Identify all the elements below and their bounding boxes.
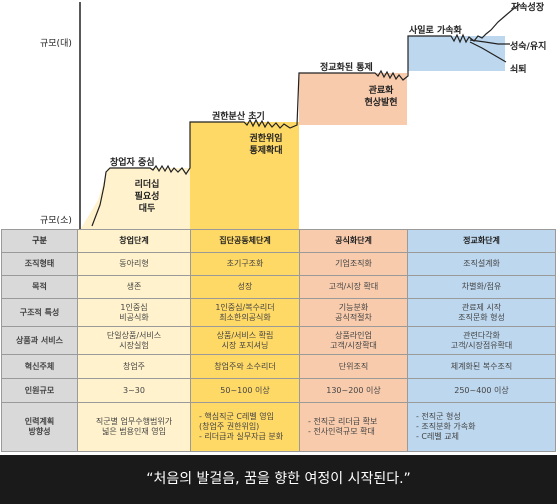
crisis-line: 통제확대 [249, 146, 283, 156]
row-label: 상품과 서비스 [1, 326, 78, 355]
stage-4-title: 사일로 가속화 [409, 26, 462, 36]
stage-4-area [408, 36, 505, 71]
stage-1-area [80, 168, 190, 230]
table-cell: 생존 [77, 275, 191, 299]
table-header-row: 구분 창업단계 집단공동체단계 공식화단계 정교화단계 [1, 229, 556, 253]
outcome-mature: 성숙/유지 [510, 42, 547, 52]
stage-1-crisis: 리더십 필요성 대두 [127, 179, 167, 215]
table-cell: 기업조직화 [299, 252, 408, 276]
growth-curve [91, 3, 521, 227]
table-row: 인원규모 3~30 50~100 이상 130~200 이상 250~400 이… [1, 378, 556, 403]
outcome-sustained-growth: 지속성장 [511, 3, 545, 13]
stage-3-area [299, 73, 407, 125]
stage-3-title: 정교화된 통제 [320, 63, 373, 73]
growth-stage-diagram: 규모(대) 규모(소) 창업자 중심 리더십 필요성 대두 권한분산 초기 권한… [0, 0, 557, 230]
stage-2-crisis: 권한위임 통제확대 [236, 133, 296, 157]
table-cell: 직군별 업무수행범위가 넓은 범용인재 영입 [77, 402, 191, 452]
crisis-line: 현상발현 [364, 98, 398, 108]
table-row: 조직형태 동아리형 초기구조화 기업조직화 조직설계화 [1, 252, 556, 276]
table-row: 목적 생존 성장 고객/시장 확대 차별화/점유 [1, 275, 556, 299]
crisis-line: 권한위임 [249, 134, 283, 144]
row-label: 조직형태 [1, 252, 78, 276]
stage-3-crisis: 관료화 현상발현 [356, 85, 406, 109]
crisis-line: 필요성 [134, 192, 160, 202]
table-cell: 단위조직 [299, 354, 408, 379]
table-cell: 조직설계화 [407, 252, 556, 276]
table-cell: - 전직군 리더급 확보 - 전사인력규모 확대 [299, 402, 408, 452]
header-stage-2: 집단공동체단계 [190, 229, 300, 253]
curve-branch-decline [469, 41, 507, 63]
table-row: 혁신주체 창업주 창업주와 소수리더 단위조직 체계화된 복수조직 [1, 354, 556, 379]
table-cell: 130~200 이상 [299, 378, 408, 403]
table-cell: 50~100 이상 [190, 378, 300, 403]
row-label: 구조적 특성 [1, 298, 78, 327]
outcome-decline: 쇠퇴 [510, 65, 527, 75]
table-cell: 상품/서비스 확립 시장 포지셔닝 [190, 326, 300, 355]
table-row: 구조적 특성 1인중심 비공식화 1인중심/복수리더 최소한의공식화 기능분화 … [1, 298, 556, 327]
table-cell: 차별화/점유 [407, 275, 556, 299]
table-cell: 1인중심/복수리더 최소한의공식화 [190, 298, 300, 327]
table-cell: - 전직군 형성 - 조직분화 가속화 - C레벨 교체 [407, 402, 556, 452]
caption-banner: “처음의 발걸음, 꿈을 향한 여정이 시작된다.” [0, 455, 557, 504]
table-cell: 동아리형 [77, 252, 191, 276]
row-label: 혁신주체 [1, 354, 78, 379]
y-axis-top-label: 규모(대) [40, 39, 72, 49]
row-label: 인원규모 [1, 378, 78, 403]
header-stage-3: 공식화단계 [299, 229, 408, 253]
crisis-line: 관료화 [368, 86, 394, 96]
table-cell: 기능분화 공식적절차 [299, 298, 408, 327]
curve-branch-mature [469, 39, 510, 45]
growth-curve-svg [79, 2, 521, 230]
stage-1-title: 창업자 중심 [110, 158, 155, 168]
header-stage-4: 정교화단계 [407, 229, 556, 253]
stage-comparison-table: 구분 창업단계 집단공동체단계 공식화단계 정교화단계 조직형태 동아리형 초기… [1, 229, 556, 452]
table-cell: 초기구조화 [190, 252, 300, 276]
table-cell: 성장 [190, 275, 300, 299]
table-cell: 창업주와 소수리더 [190, 354, 300, 379]
table-cell: 창업주 [77, 354, 191, 379]
table-cell: 단일상품/서비스 시장실험 [77, 326, 191, 355]
table-cell: 관련다각화 고객/시장점유확대 [407, 326, 556, 355]
header-stage-1: 창업단계 [77, 229, 191, 253]
stage-2-area [190, 122, 299, 230]
table-row: 상품과 서비스 단일상품/서비스 시장실험 상품/서비스 확립 시장 포지셔닝 … [1, 326, 556, 355]
row-label: 인력계획 방향성 [1, 402, 78, 452]
crisis-line: 리더십 [134, 180, 160, 190]
table-cell: 250~400 이상 [407, 378, 556, 403]
table-cell: - 핵심직군 C레벨 영입 (창업주 권한위임) - 리더급과 실무자급 분화 [190, 402, 300, 452]
table-cell: 관료제 시작 조직문화 형성 [407, 298, 556, 327]
table-cell: 1인중심 비공식화 [77, 298, 191, 327]
header-label: 구분 [1, 229, 78, 253]
crisis-line: 대두 [138, 204, 156, 214]
table-cell: 상품라인업 고객/시장확대 [299, 326, 408, 355]
table-cell: 고객/시장 확대 [299, 275, 408, 299]
table-cell: 3~30 [77, 378, 191, 403]
table-cell: 체계화된 복수조직 [407, 354, 556, 379]
table-row: 인력계획 방향성 직군별 업무수행범위가 넓은 범용인재 영입 - 핵심직군 C… [1, 402, 556, 452]
stage-2-title: 권한분산 초기 [212, 112, 265, 122]
y-axis-bottom-label: 규모(소) [40, 216, 72, 226]
row-label: 목적 [1, 275, 78, 299]
